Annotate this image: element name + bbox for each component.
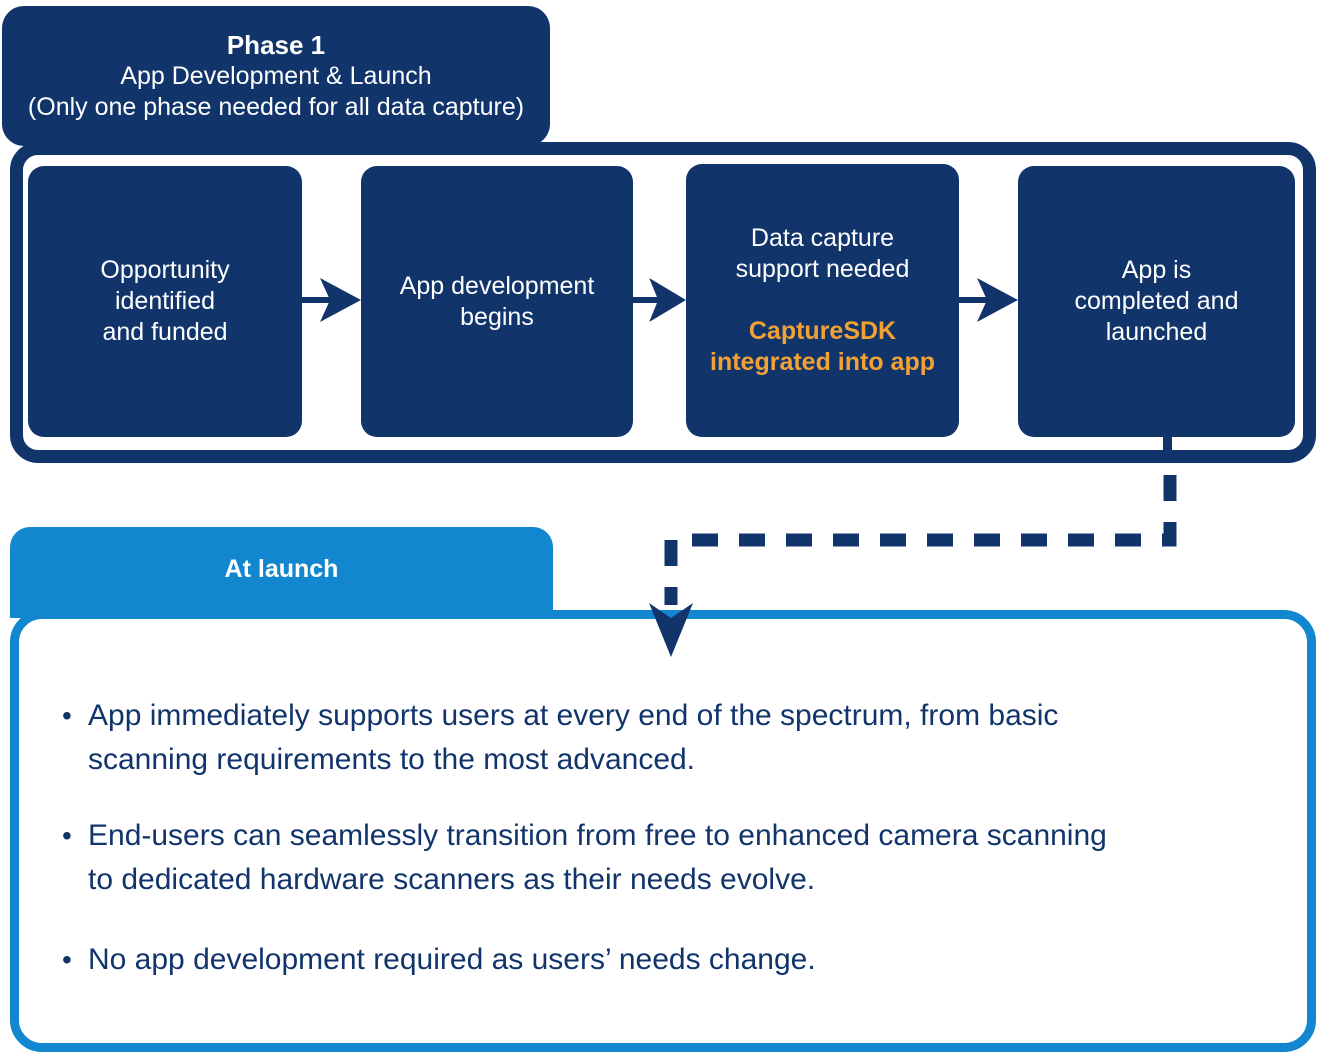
step-box-app-development: App development begins [361,166,633,437]
bullet-text: End-users can seamlessly transition from… [88,814,1107,902]
flow-arrow-icon [959,278,1018,322]
step-box-app-launched: App is completed and launched [1018,166,1295,437]
bullet-item-no-development: • No app development required as users’ … [62,938,816,982]
bullet-line: App immediately supports users at every … [88,699,1059,732]
bullet-line: scanning requirements to the most advanc… [88,743,696,776]
step-text-line: Data capture [750,224,895,252]
step-box-opportunity: Opportunity identified and funded [28,166,302,437]
step-text-group: Data capture support needed [736,223,910,285]
bullet-marker: • [62,944,72,975]
step-text-line: launched [1105,318,1208,346]
step-text-line: support needed [735,255,910,283]
dashed-connector [649,475,1177,657]
bullet-text: No app development required as users’ ne… [88,938,816,982]
step-text-line: App development [399,271,595,300]
flow-arrow-icon [633,278,686,322]
step-text-line: App is [1121,256,1192,284]
step-highlight-line: CaptureSDK [748,317,897,345]
bullet-line: to dedicated hardware scanners as their … [88,863,816,896]
launch-panel [10,610,1316,1052]
step-text-line: Opportunity [100,256,230,284]
down-arrow-icon [649,603,693,657]
bullet-item-transition: • End-users can seamlessly transition fr… [62,814,1107,902]
bullet-text: App immediately supports users at every … [88,694,1058,782]
phase1-title: Phase 1 [226,29,326,60]
phase1-subtitle: App Development & Launch [120,61,432,90]
step-box-data-capture: Data capture support needed CaptureSDK i… [686,164,959,437]
bullet-item-spectrum: • App immediately supports users at ever… [62,694,1058,782]
step-text-line: completed and [1074,287,1239,315]
at-launch-tab: At launch [10,527,553,618]
capture-sdk-highlight: CaptureSDK integrated into app [710,316,935,378]
step-text-line: begins [460,302,534,331]
flow-arrow-icon [302,278,361,322]
bullet-marker: • [62,820,72,851]
bullet-line: End-users can seamlessly transition from… [88,819,1107,852]
step-text-line: and funded [102,318,228,346]
connector-stub [1163,437,1172,463]
bullet-line: No app development required as users’ ne… [88,943,816,976]
at-launch-label: At launch [224,555,339,583]
phase1-note: (Only one phase needed for all data capt… [27,92,525,121]
step-highlight-line: integrated into app [710,348,935,376]
phase1-header: Phase 1 App Development & Launch (Only o… [2,6,550,146]
bullet-marker: • [62,700,72,731]
step-text-line: identified [114,287,216,315]
